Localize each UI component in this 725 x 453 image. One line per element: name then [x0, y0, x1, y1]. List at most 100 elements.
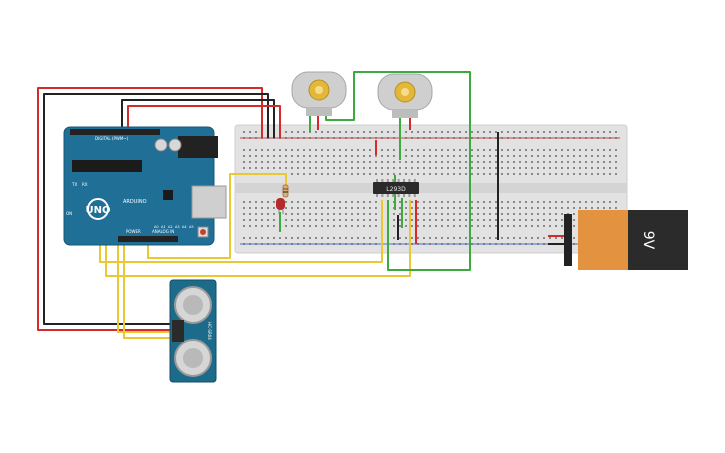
- breadboard-hole: [543, 131, 545, 133]
- breadboard-hole: [507, 225, 509, 227]
- chip-leg: [392, 179, 395, 182]
- breadboard-hole: [555, 207, 557, 209]
- breadboard-hole: [297, 137, 299, 139]
- breadboard-hole: [267, 161, 269, 163]
- breadboard-hole: [447, 173, 449, 175]
- breadboard-hole: [447, 213, 449, 215]
- breadboard-hole: [453, 173, 455, 175]
- breadboard-hole: [417, 219, 419, 221]
- chip-leg: [397, 194, 400, 197]
- breadboard-hole: [597, 155, 599, 157]
- breadboard-hole: [561, 219, 563, 221]
- breadboard-hole: [531, 243, 533, 245]
- breadboard-hole: [519, 137, 521, 139]
- digital-header-label: DIGITAL (PWM~): [95, 136, 129, 141]
- breadboard-hole: [291, 219, 293, 221]
- breadboard-hole: [549, 161, 551, 163]
- breadboard-hole: [351, 173, 353, 175]
- breadboard-hole: [405, 225, 407, 227]
- breadboard-hole: [363, 161, 365, 163]
- breadboard-hole: [315, 137, 317, 139]
- breadboard-hole: [339, 219, 341, 221]
- breadboard-hole: [573, 237, 575, 239]
- breadboard-hole: [303, 173, 305, 175]
- breadboard-hole: [351, 155, 353, 157]
- breadboard-hole: [471, 201, 473, 203]
- breadboard-hole: [573, 173, 575, 175]
- breadboard-hole: [375, 155, 377, 157]
- dc-motor-2[interactable]: [377, 73, 433, 118]
- breadboard-hole: [585, 201, 587, 203]
- breadboard-hole: [483, 131, 485, 133]
- breadboard-hole: [441, 237, 443, 239]
- breadboard-hole: [345, 243, 347, 245]
- breadboard-hole: [387, 173, 389, 175]
- breadboard-hole: [393, 149, 395, 151]
- breadboard-hole: [429, 219, 431, 221]
- breadboard-hole: [285, 243, 287, 245]
- breadboard-hole: [369, 167, 371, 169]
- breadboard-hole: [339, 201, 341, 203]
- breadboard-hole: [273, 237, 275, 239]
- breadboard-hole: [357, 161, 359, 163]
- breadboard-hole: [585, 149, 587, 151]
- analog-pin-label: A2: [168, 225, 173, 229]
- breadboard-hole: [555, 161, 557, 163]
- breadboard-hole: [513, 225, 515, 227]
- resistor[interactable]: [282, 184, 289, 198]
- breadboard-hole: [309, 213, 311, 215]
- breadboard-hole: [441, 201, 443, 203]
- breadboard-hole: [537, 213, 539, 215]
- breadboard-hole: [453, 225, 455, 227]
- breadboard-hole: [597, 201, 599, 203]
- breadboard-hole: [243, 201, 245, 203]
- breadboard-hole: [543, 137, 545, 139]
- battery-9v[interactable]: 9V: [564, 210, 688, 270]
- breadboard-hole: [273, 225, 275, 227]
- breadboard-hole: [327, 167, 329, 169]
- breadboard-hole: [573, 149, 575, 151]
- breadboard-hole: [291, 225, 293, 227]
- breadboard-hole: [585, 207, 587, 209]
- breadboard-hole: [591, 155, 593, 157]
- breadboard-hole: [471, 149, 473, 151]
- breadboard-hole: [435, 137, 437, 139]
- breadboard-hole: [363, 207, 365, 209]
- breadboard-hole: [555, 173, 557, 175]
- dc-motor-1[interactable]: [291, 71, 347, 116]
- breadboard-hole: [363, 225, 365, 227]
- breadboard-hole: [549, 201, 551, 203]
- breadboard-hole: [351, 137, 353, 139]
- wire-red-power: [37, 87, 263, 331]
- breadboard-hole: [537, 243, 539, 245]
- breadboard-hole: [519, 155, 521, 157]
- arduino-uno[interactable]: UNO ARDUINO DIGITAL (PWM~) POWER ANALOG …: [63, 126, 227, 246]
- breadboard-hole: [465, 243, 467, 245]
- breadboard-hole: [591, 201, 593, 203]
- breadboard-hole: [579, 207, 581, 209]
- breadboard-hole: [405, 243, 407, 245]
- ultrasonic-sensor[interactable]: HC-SR04: [169, 279, 217, 383]
- breadboard-hole: [357, 131, 359, 133]
- breadboard-hole: [249, 167, 251, 169]
- breadboard-hole: [477, 225, 479, 227]
- breadboard-hole: [297, 237, 299, 239]
- breadboard-hole: [441, 167, 443, 169]
- breadboard-hole: [465, 219, 467, 221]
- breadboard-hole: [471, 243, 473, 245]
- breadboard-hole: [477, 219, 479, 221]
- breadboard-hole: [585, 161, 587, 163]
- led[interactable]: [276, 198, 285, 214]
- breadboard-hole: [555, 167, 557, 169]
- breadboard-hole: [417, 213, 419, 215]
- breadboard-hole: [303, 161, 305, 163]
- breadboard-hole: [363, 149, 365, 151]
- breadboard-hole: [387, 131, 389, 133]
- breadboard-hole: [393, 167, 395, 169]
- breadboard-hole: [309, 225, 311, 227]
- breadboard-hole: [273, 155, 275, 157]
- breadboard-hole: [243, 167, 245, 169]
- l293d-chip[interactable]: L293D: [373, 179, 419, 197]
- breadboard-hole: [255, 137, 257, 139]
